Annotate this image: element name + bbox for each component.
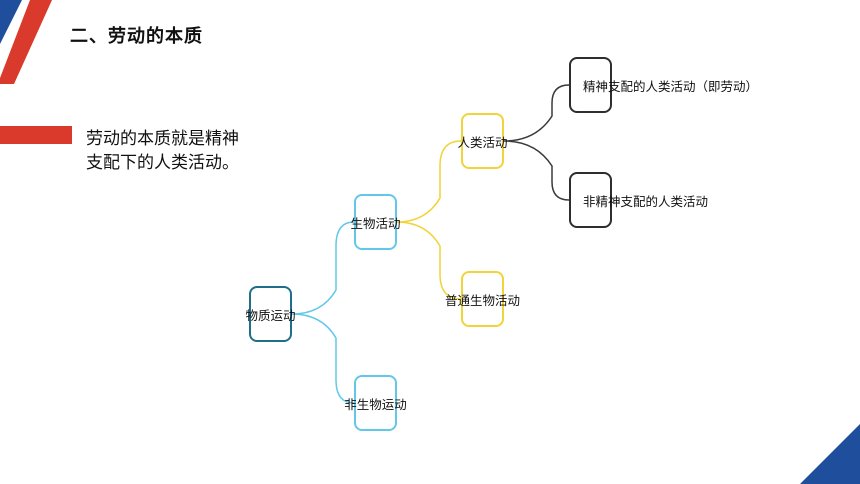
mindmap-node-biological-activity: 生物活动 — [351, 194, 401, 250]
mindmap-node-non-spirit-driven-activity: 非精神支配的人类活动 — [569, 172, 708, 228]
top-left-stripe-decoration — [0, 0, 52, 84]
level1-brace — [396, 140, 462, 300]
mindmap-node-non-biological-motion: 非生物运动 — [344, 375, 407, 431]
bottom-right-corner-decoration — [800, 424, 860, 484]
mindmap-node-root: 物质运动 — [246, 286, 296, 342]
mindmap-node-ordinary-biological-activity: 普通生物活动 — [445, 271, 520, 327]
slide-title: 二、劳动的本质 — [70, 26, 203, 47]
mindmap-node-spirit-driven-activity: 精神支配的人类活动（即劳动） — [569, 57, 758, 113]
root-brace — [291, 221, 355, 404]
description-text: 劳动的本质就是精神支配下的人类活动。 — [86, 129, 239, 173]
red-accent-bar — [0, 126, 72, 144]
mindmap-node-human-activity: 人类活动 — [458, 113, 508, 169]
level2-brace — [503, 84, 570, 201]
